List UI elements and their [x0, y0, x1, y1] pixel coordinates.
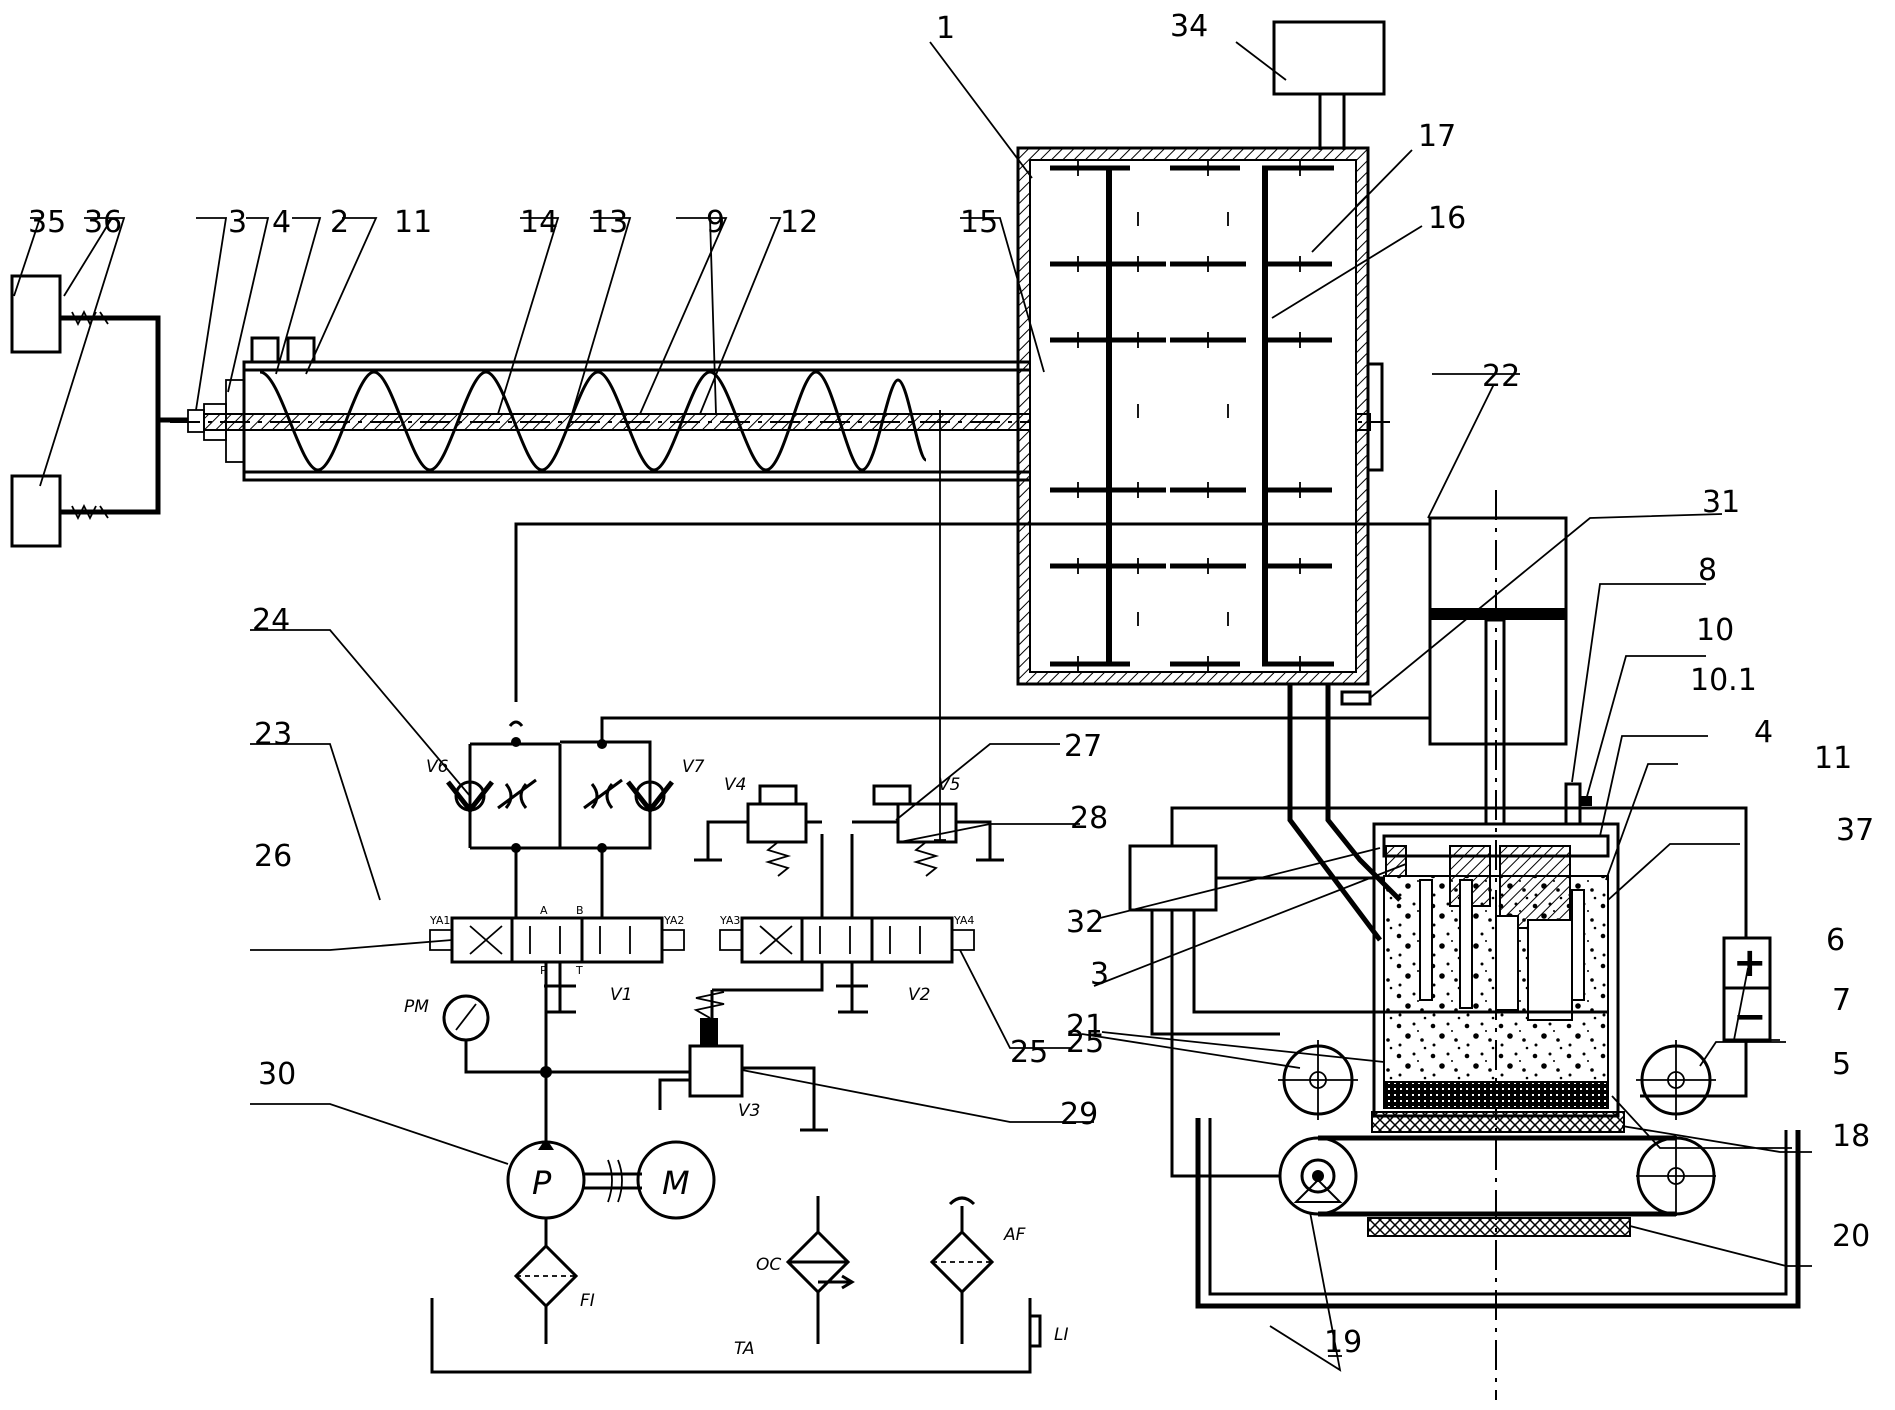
svg-text:TA: TA	[734, 1339, 754, 1359]
svg-text:AF: AF	[1003, 1225, 1026, 1245]
svg-text:YA3: YA3	[719, 914, 740, 927]
controller-34	[1272, 20, 1386, 150]
label-12: 12	[780, 205, 818, 240]
label-23: 23	[254, 717, 292, 752]
label-4-right: 4	[1754, 715, 1773, 750]
label-11-left: 11	[394, 205, 432, 240]
label-30: 30	[258, 1057, 296, 1092]
label-1: 1	[936, 11, 955, 46]
svg-text:V5: V5	[938, 775, 960, 795]
label-4-left: 4	[272, 205, 291, 240]
label-31: 31	[1702, 485, 1740, 520]
label-24: 24	[252, 603, 290, 638]
battery: + −	[1640, 936, 1772, 1098]
label-27: 27	[1064, 729, 1102, 764]
leader-lines	[13, 41, 1812, 1372]
label-14: 14	[520, 205, 558, 240]
label-25: 25	[1066, 1025, 1104, 1060]
controller-33	[1128, 806, 1748, 1178]
label-3-left: 3	[228, 205, 247, 240]
sensor-31	[1340, 690, 1372, 706]
label-7: 7	[1832, 983, 1851, 1018]
svg-text:A: A	[540, 904, 548, 917]
svg-text:PM: PM	[404, 997, 429, 1017]
svg-text:+: +	[1733, 940, 1767, 986]
svg-text:P: P	[540, 964, 547, 977]
svg-text:YA4: YA4	[953, 914, 974, 927]
cooler-oc	[785, 1196, 855, 1344]
label-11-right: 11	[1814, 741, 1852, 776]
label-10: 10	[1696, 613, 1734, 648]
oil-tank	[430, 1298, 1042, 1374]
svg-text:YA2: YA2	[663, 914, 684, 927]
svg-text:V4: V4	[724, 775, 746, 795]
flow-control-valves	[446, 720, 674, 918]
svg-text:V3: V3	[738, 1101, 760, 1121]
relief-valve-v5	[852, 784, 1004, 877]
svg-text:V2: V2	[908, 985, 930, 1005]
label-20: 20	[1832, 1219, 1870, 1254]
svg-text:V7: V7	[682, 757, 705, 777]
label-9: 9	[706, 205, 725, 240]
svg-text:FI: FI	[580, 1291, 595, 1311]
part-number-labels: 1 34 17 16 35 36 3 4 2 11 14 13 9 12 15 …	[28, 9, 1874, 1360]
press-mold	[1278, 782, 1716, 1133]
label-29: 29	[1060, 1097, 1098, 1132]
label-22: 22	[1482, 359, 1520, 394]
label-6: 6	[1826, 923, 1845, 958]
label-10-1: 10.1	[1690, 663, 1757, 698]
svg-text:V1: V1	[610, 985, 632, 1005]
label-26: 26	[254, 839, 292, 874]
svg-text:OC: OC	[756, 1255, 781, 1275]
svg-text:LI: LI	[1054, 1325, 1069, 1345]
pump-unit	[442, 994, 716, 1246]
label-3-right: 3	[1090, 957, 1109, 992]
air-filter-af	[929, 1196, 995, 1344]
svg-text:V6: V6	[426, 757, 449, 777]
return-line	[600, 716, 1430, 744]
directional-valve-v1	[429, 916, 685, 1140]
label-13: 13	[590, 205, 628, 240]
svg-text:YA1: YA1	[429, 914, 450, 927]
label-36: 36	[84, 205, 122, 240]
svg-text:B: B	[576, 904, 584, 917]
label-5: 5	[1832, 1047, 1851, 1082]
label-8: 8	[1698, 553, 1717, 588]
label-34: 34	[1170, 9, 1208, 44]
controller-36	[10, 420, 161, 548]
svg-text:T: T	[575, 964, 583, 977]
relief-valve-v4	[694, 784, 822, 877]
controller-35	[10, 274, 161, 420]
label-18: 18	[1832, 1119, 1870, 1154]
label-17: 17	[1418, 119, 1456, 154]
label-16: 16	[1428, 201, 1466, 236]
svg-text:P: P	[532, 1164, 552, 1202]
directional-valve-v2	[712, 834, 975, 1014]
label-32: 32	[1066, 905, 1104, 940]
label-35: 35	[28, 205, 66, 240]
label-19: 19	[1324, 1325, 1362, 1360]
hydraulic-symbol-labels: V6 V7 V4 V5 V1 V2 V3 YA1 YA2 YA3 YA4 A B…	[404, 757, 1069, 1359]
label-21: 21	[1066, 1009, 1104, 1044]
label-37: 37	[1836, 813, 1874, 848]
mixer-tank	[1016, 146, 1402, 942]
label-2: 2	[330, 205, 349, 240]
label-15: 15	[960, 205, 998, 240]
label-25b: 25	[1010, 1035, 1048, 1070]
collecting-tray	[1195, 1118, 1801, 1309]
filter-fi	[513, 1243, 579, 1344]
svg-text:M: M	[662, 1164, 690, 1202]
pressure-line	[514, 522, 1430, 702]
label-28: 28	[1070, 801, 1108, 836]
belt-conveyor	[1278, 1135, 1716, 1237]
